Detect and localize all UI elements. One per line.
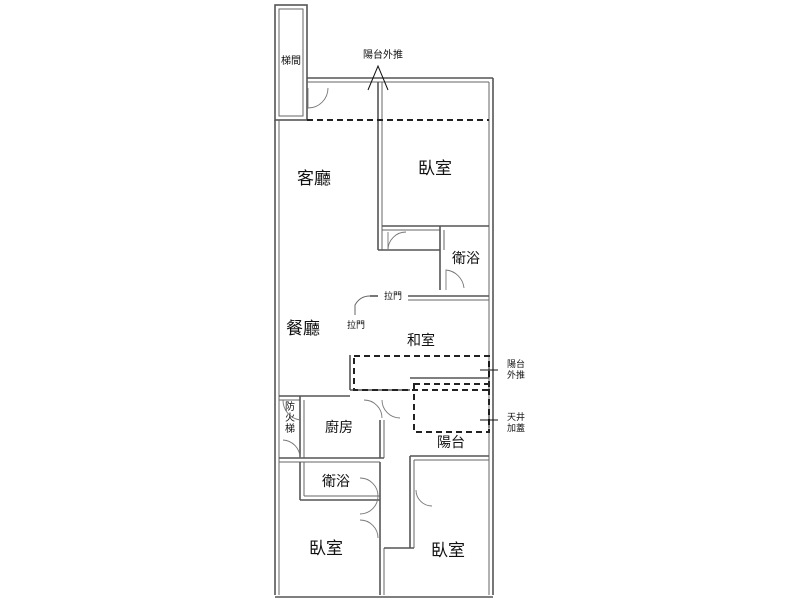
balcony-push-out-side-label-2: 外推 (507, 369, 525, 381)
stair-label: 梯間 (281, 54, 301, 67)
atrium-cover-label-1: 天井 (507, 411, 525, 423)
fire-stair-label-3: 梯 (285, 422, 295, 435)
kitchen-label: 廚房 (325, 419, 353, 436)
fire-stair-label-1: 防 (285, 400, 295, 413)
japanese-room-label: 和室 (407, 332, 435, 349)
push-out-lines (307, 119, 490, 433)
sliding-door-1-label: 拉門 (384, 290, 402, 302)
bedroom-top-label: 臥室 (418, 159, 452, 179)
sliding-door-2-label: 拉門 (347, 319, 365, 331)
living-room-label: 客廳 (297, 169, 331, 189)
bath-bottom-label: 衛浴 (322, 474, 350, 490)
fire-stair-label-2: 火 (285, 412, 295, 424)
atrium-cover-label-2: 加蓋 (507, 422, 525, 434)
balcony-push-out-side-label-1: 陽台 (507, 358, 525, 370)
bedroom-bottom-left-label: 臥室 (309, 539, 343, 559)
bath-top-label: 衛浴 (452, 251, 480, 267)
room-labels: 梯間 陽台外推 客廳 臥室 衛浴 拉門 餐廳 拉門 和室 陽台 外推 天井 加蓋… (281, 48, 525, 561)
dining-room-label: 餐廳 (286, 319, 320, 339)
walls (274, 4, 494, 598)
balcony-push-out-top-label: 陽台外推 (363, 48, 403, 61)
annotation-marks (367, 64, 498, 428)
doors (282, 87, 465, 539)
bedroom-bottom-right-label: 臥室 (431, 541, 465, 561)
balcony-label: 陽台 (437, 435, 465, 451)
